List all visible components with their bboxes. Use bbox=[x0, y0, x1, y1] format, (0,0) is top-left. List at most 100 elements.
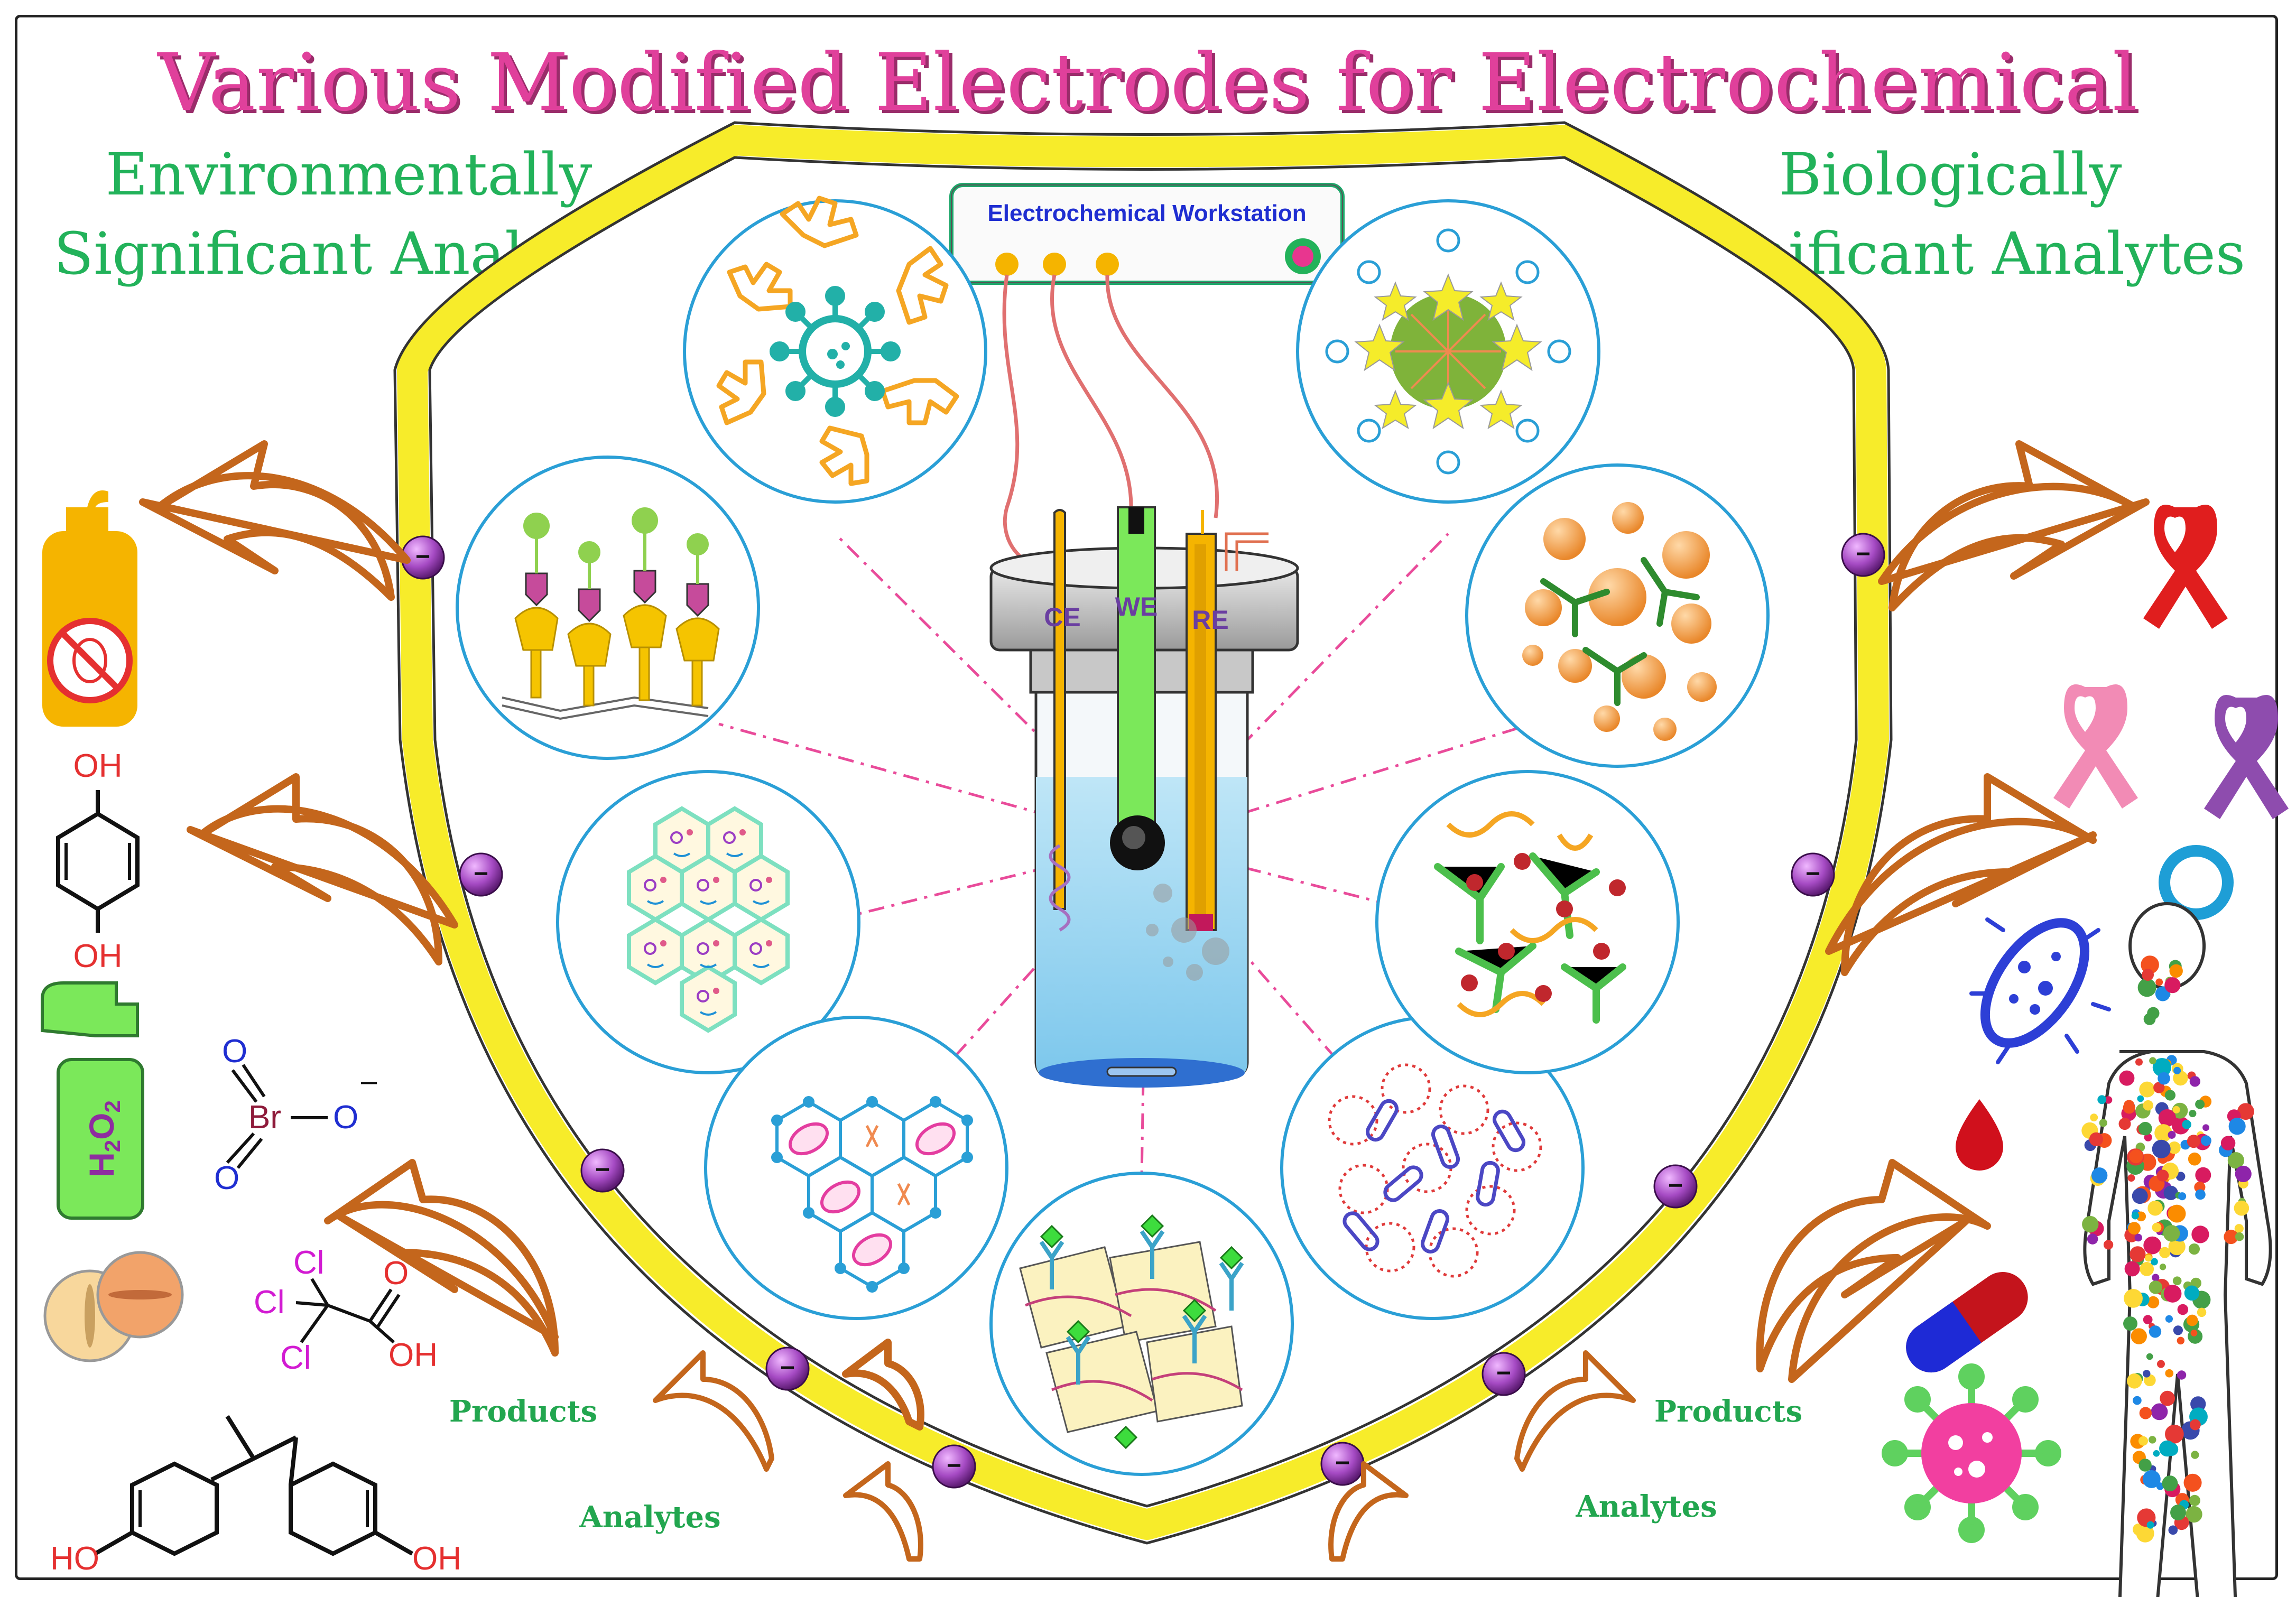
body-dot bbox=[2197, 1307, 2207, 1317]
analytes-label-right: Analytes bbox=[1575, 1489, 1717, 1524]
circle-aptamer-virus bbox=[683, 196, 987, 504]
body-dot bbox=[2173, 1066, 2181, 1074]
bisphenol-a-structure: HO OH bbox=[50, 1415, 461, 1577]
body-dot bbox=[2158, 1109, 2176, 1127]
body-dot bbox=[2132, 1188, 2148, 1204]
body-dot bbox=[2189, 1110, 2197, 1118]
body-dot bbox=[2136, 1524, 2154, 1543]
trichloroacetic-acid-structure: Cl Cl Cl O OH bbox=[254, 1245, 438, 1376]
tca-oh: OH bbox=[388, 1337, 438, 1373]
purple-ribbon-icon bbox=[2204, 695, 2289, 819]
circle-dendrimer-stars bbox=[1296, 199, 1600, 504]
body-dot bbox=[2150, 1258, 2158, 1266]
shield-outline-outer bbox=[393, 121, 1893, 1545]
body-dot bbox=[2091, 1167, 2108, 1184]
body-dot bbox=[2165, 1424, 2184, 1444]
workstation-label: Electrochemical Workstation bbox=[987, 200, 1306, 226]
body-dot bbox=[2087, 1233, 2098, 1245]
charge-sign: − bbox=[1668, 1172, 1683, 1200]
body-dot bbox=[2138, 1121, 2152, 1136]
body-dot bbox=[2131, 1328, 2147, 1344]
tca-cl-left: Cl bbox=[254, 1284, 285, 1321]
body-dot bbox=[2089, 1132, 2104, 1146]
body-dot bbox=[2195, 1189, 2206, 1200]
charge-ball bbox=[1482, 1352, 1526, 1396]
body-dot bbox=[2142, 1470, 2161, 1488]
body-dot bbox=[2163, 1225, 2180, 1242]
blue-ring-icon bbox=[2159, 845, 2234, 920]
body-dot bbox=[2187, 1135, 2200, 1148]
body-dot bbox=[2177, 1370, 2187, 1380]
body-dot bbox=[2202, 1124, 2209, 1131]
body-dot bbox=[2156, 1360, 2165, 1368]
body-dot bbox=[2140, 1262, 2154, 1276]
curved-arrow-right bbox=[1825, 773, 2097, 976]
circle-graphene-bacteria bbox=[704, 1016, 1008, 1320]
small-arrow bbox=[1514, 1350, 1636, 1472]
analytes-label-left: Analytes bbox=[579, 1500, 720, 1535]
body-dot bbox=[2189, 1494, 2200, 1506]
body-dot bbox=[2186, 1506, 2202, 1523]
body-dot bbox=[2156, 1169, 2169, 1182]
virus-icon bbox=[1882, 1363, 2061, 1543]
charge-sign: − bbox=[415, 543, 430, 571]
body-dot bbox=[2139, 1407, 2152, 1419]
curved-arrow-right bbox=[1756, 1159, 1991, 1383]
curved-arrow-left bbox=[842, 1339, 924, 1431]
body-dot bbox=[2184, 1285, 2200, 1301]
small-arrow bbox=[653, 1350, 774, 1472]
bpa-ho: HO bbox=[50, 1540, 99, 1577]
body-dot bbox=[2137, 1095, 2144, 1102]
body-dot bbox=[2228, 1118, 2246, 1135]
body-dot bbox=[2149, 1057, 2156, 1064]
body-dot bbox=[2133, 1396, 2142, 1405]
circle-antibody-sheets bbox=[989, 1172, 1294, 1476]
hydroquinone-oh-top: OH bbox=[73, 748, 123, 784]
body-dot bbox=[2143, 1100, 2154, 1111]
charge-sign: − bbox=[947, 1452, 961, 1480]
body-dot bbox=[2172, 1106, 2180, 1113]
charge-ball bbox=[1653, 1164, 1698, 1209]
body-dot bbox=[2191, 1225, 2209, 1243]
body-dot bbox=[2168, 1130, 2176, 1139]
tca-o: O bbox=[383, 1255, 409, 1292]
terminal-dot bbox=[995, 253, 1019, 276]
body-dot bbox=[2124, 1261, 2140, 1277]
body-dot bbox=[2153, 1082, 2165, 1093]
body-dot bbox=[2186, 1314, 2198, 1326]
connector-line bbox=[1146, 842, 1354, 1079]
body-dot bbox=[2130, 1246, 2146, 1262]
products-label-left: Products bbox=[449, 1394, 597, 1429]
body-dot bbox=[2227, 1152, 2245, 1169]
body-dot bbox=[2105, 1096, 2113, 1104]
left-arrows bbox=[139, 440, 924, 1431]
body-dot bbox=[2234, 1224, 2244, 1233]
capsule-icon bbox=[1906, 1272, 2028, 1373]
body-dot bbox=[2082, 1215, 2099, 1233]
circle-nanoparticles bbox=[1465, 463, 1770, 768]
body-dot bbox=[2090, 1113, 2098, 1122]
body-dot bbox=[2129, 1149, 2143, 1164]
body-dot bbox=[2118, 1118, 2131, 1130]
bromate-o-bottom: O bbox=[214, 1160, 239, 1196]
curved-arrow-left bbox=[324, 1159, 559, 1357]
body-dot bbox=[2224, 1229, 2238, 1245]
body-dot bbox=[2124, 1288, 2143, 1308]
body-dot bbox=[2153, 1450, 2160, 1457]
body-dot bbox=[2147, 1200, 2163, 1216]
charge-sign: − bbox=[474, 860, 488, 888]
body-dot bbox=[2138, 1436, 2149, 1446]
body-dot bbox=[2134, 1233, 2142, 1242]
body-dot bbox=[2220, 1136, 2236, 1150]
body-dot bbox=[2123, 1316, 2137, 1331]
pesticide-spray-icon bbox=[42, 490, 137, 727]
body-dot bbox=[2103, 1240, 2114, 1250]
body-dot bbox=[2188, 1243, 2200, 1255]
charge-sign: − bbox=[1806, 860, 1820, 888]
body-dot bbox=[2127, 1222, 2141, 1235]
charge-ball bbox=[765, 1347, 810, 1391]
body-dot bbox=[2139, 1081, 2155, 1098]
tca-cl-top: Cl bbox=[293, 1245, 325, 1281]
